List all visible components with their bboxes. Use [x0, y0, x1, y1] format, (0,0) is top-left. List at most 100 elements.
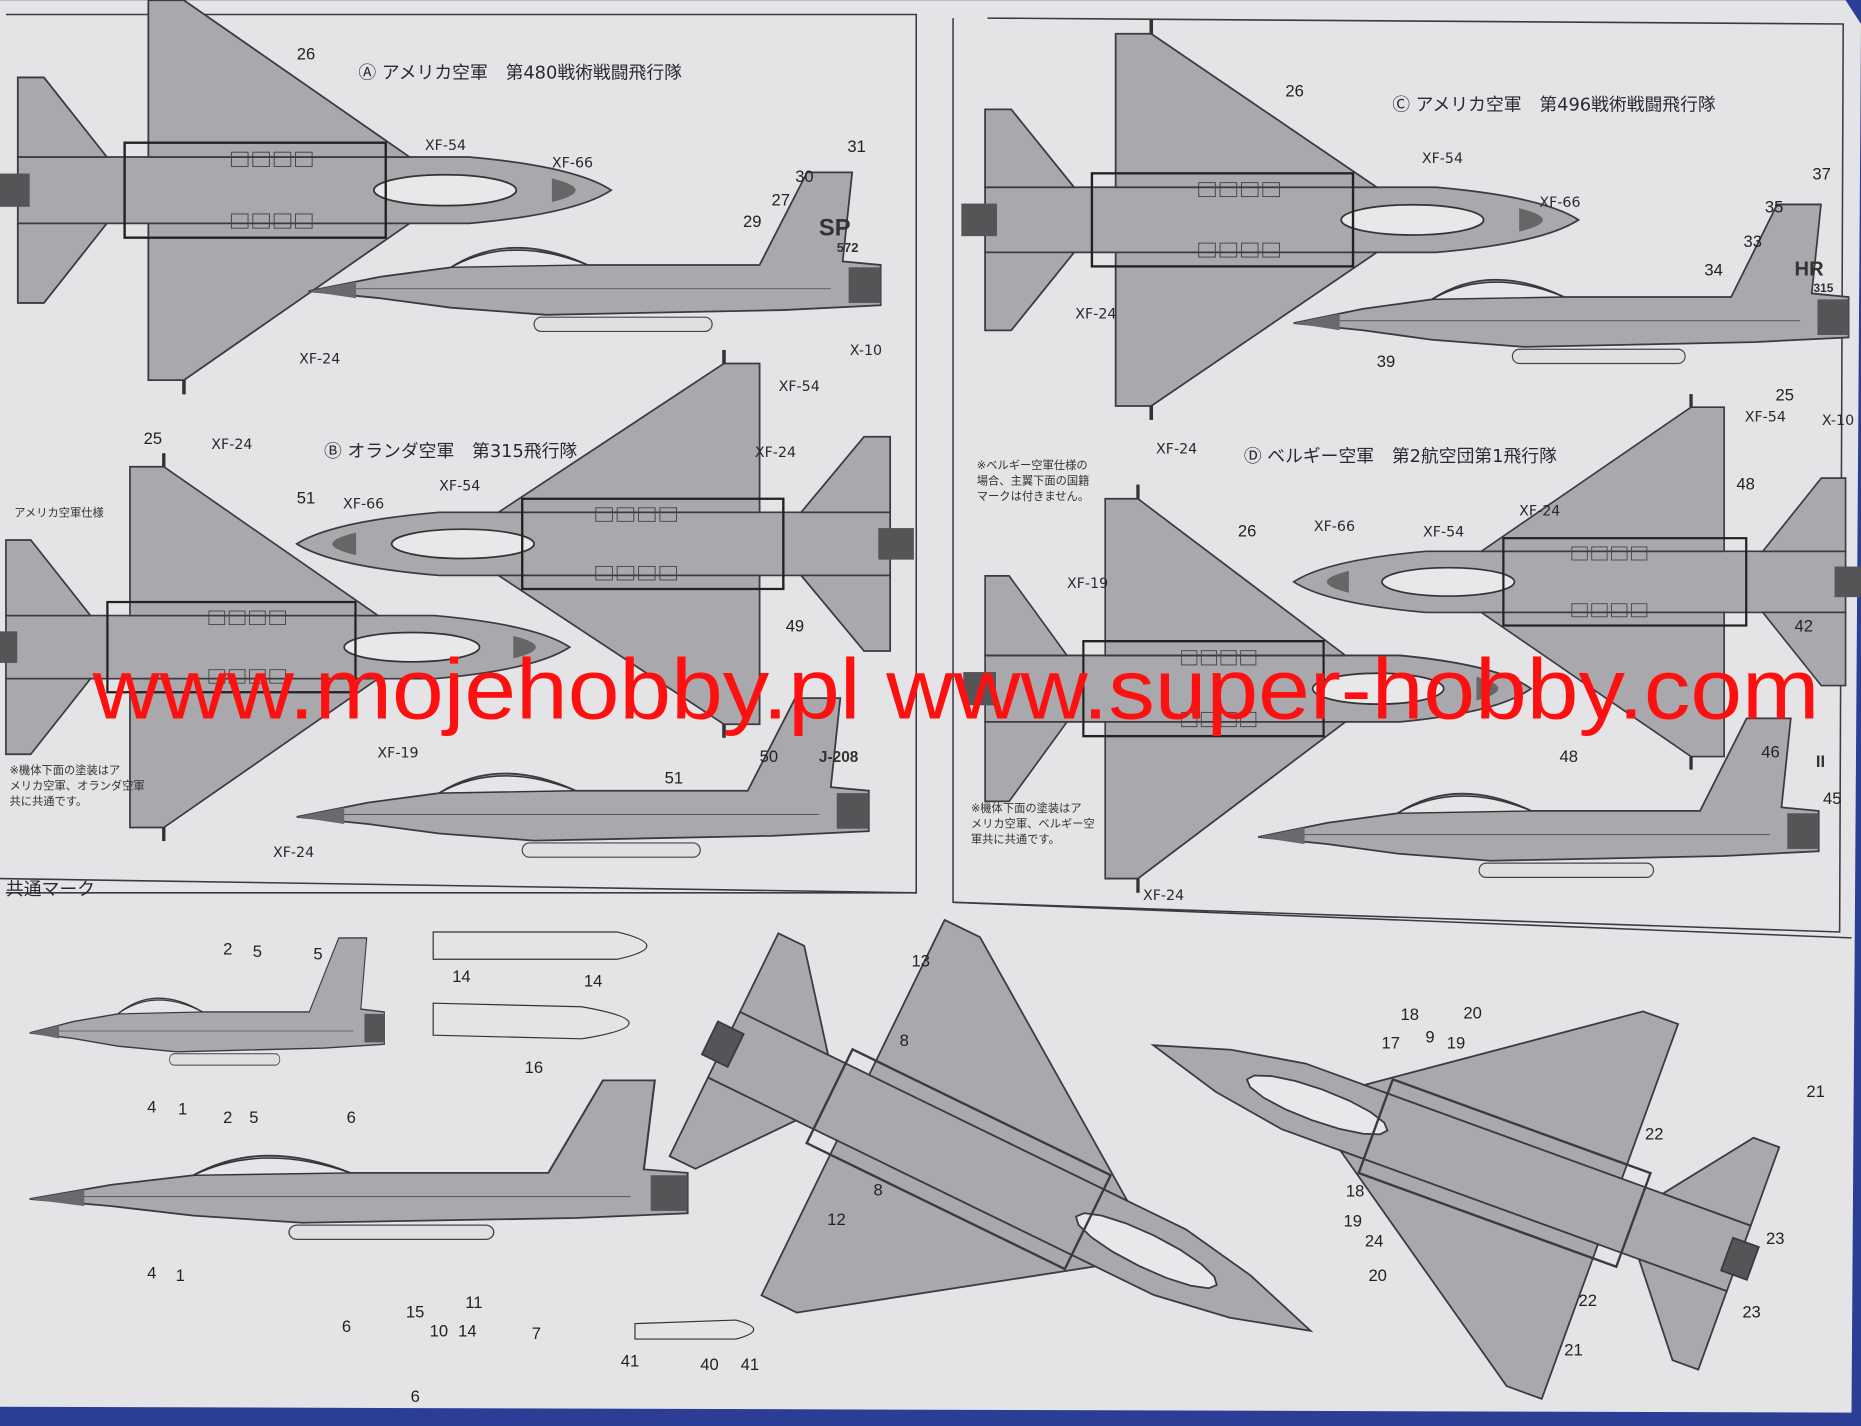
- svg-text:マークは付きません。: マークは付きません。: [977, 490, 1089, 503]
- callout-label: 12: [827, 1210, 845, 1229]
- panel-c-title: Ⓒ アメリカ空軍 第496戦術戦闘飛行隊: [1392, 95, 1716, 116]
- svg-text:※機体下面の塗装はア: ※機体下面の塗装はア: [971, 801, 1082, 815]
- callout-label: 21: [1564, 1341, 1582, 1360]
- callout-label: 29: [743, 212, 761, 231]
- aircraft-outline: [760, 1139, 1099, 1314]
- callout-label: 19: [1344, 1211, 1362, 1230]
- callout-label: 51: [665, 769, 683, 788]
- tail-serial-572: 572: [837, 240, 859, 255]
- callout-label: 50: [760, 747, 778, 766]
- external-tank-parts: [432, 931, 755, 1340]
- callout-label: XF-54: [1423, 525, 1464, 541]
- aircraft-outline: [805, 1047, 1113, 1271]
- callout-label: 14: [452, 967, 470, 986]
- callout-label: XF-24: [1156, 442, 1197, 458]
- panel-a-title: Ⓐ アメリカ空軍 第480戦術戦闘飛行隊: [358, 63, 682, 84]
- callout-label: 18: [1346, 1182, 1364, 1201]
- aircraft-outline: [867, 918, 1130, 1203]
- aircraft-outline: [1361, 1010, 1680, 1180]
- aircraft-outline: [1637, 1257, 1728, 1371]
- callout-label: 16: [525, 1058, 543, 1077]
- svg-text:※機体下面の塗装はア: ※機体下面の塗装はア: [9, 763, 120, 777]
- svg-text:※ベルギー空軍仕様の: ※ベルギー空軍仕様の: [977, 458, 1088, 472]
- callout-label: 39: [1377, 352, 1395, 371]
- callout-label: 1: [176, 1266, 185, 1285]
- usaf-spec-label: アメリカ空軍仕様: [14, 506, 104, 520]
- callout-label: 11: [465, 1293, 482, 1312]
- aircraft-outline: [1074, 1212, 1218, 1290]
- callout-label: XF-54: [1422, 151, 1463, 167]
- callout-label: XF-24: [1143, 888, 1184, 904]
- aircraft-outline: [1719, 1236, 1760, 1281]
- aircraft-outline: [668, 1076, 798, 1170]
- callout-label: 41: [621, 1351, 639, 1370]
- callout-label: 7: [532, 1324, 541, 1343]
- svg-text:場合、主翼下面の国籍: 場合、主翼下面の国籍: [977, 474, 1090, 488]
- callout-label: 21: [1806, 1082, 1824, 1101]
- callout-label: 34: [1704, 261, 1722, 280]
- callout-label: 41: [741, 1355, 759, 1374]
- panel-b-title: Ⓑ オランダ空軍 第315飛行隊: [324, 441, 577, 462]
- callout-label: 25: [1776, 385, 1794, 404]
- aircraft-outline: [1660, 1136, 1781, 1227]
- watermark: www.mojehobby.pl www.super-hobby.com: [91, 642, 1819, 737]
- callout-label: 30: [795, 167, 813, 186]
- panel-d-note-bottom: ※機体下面の塗装はア メリカ空軍、ベルギー空 軍共に共通です。: [971, 801, 1095, 846]
- callout-label: 13: [912, 951, 930, 970]
- tail-code-sp: SP: [819, 215, 851, 241]
- callout-label: XF-54: [425, 138, 466, 154]
- callout-label: 15: [406, 1303, 424, 1322]
- callout-label: 19: [1447, 1033, 1465, 1052]
- callout-label: 20: [1463, 1004, 1481, 1023]
- callout-label: 26: [1285, 81, 1303, 100]
- callout-label: XF-24: [1075, 306, 1116, 322]
- callout-label: XF-66: [1539, 195, 1580, 211]
- callout-label: 45: [1823, 789, 1841, 808]
- callout-label: 26: [1238, 522, 1256, 541]
- callout-label: 35: [1765, 198, 1783, 217]
- callout-label: 22: [1579, 1291, 1597, 1310]
- callout-label: 22: [1645, 1125, 1663, 1144]
- callout-label: 6: [342, 1317, 351, 1336]
- callout-label: 2: [223, 940, 232, 959]
- callout-label: 2: [223, 1108, 232, 1127]
- callout-label: 27: [771, 191, 789, 210]
- callout-label: 40: [700, 1355, 718, 1374]
- panel-d-note-top: ※ベルギー空軍仕様の 場合、主翼下面の国籍 マークは付きません。: [977, 458, 1090, 503]
- callout-label: 46: [1761, 743, 1779, 762]
- callout-label: 8: [900, 1031, 909, 1050]
- callout-label: 9: [1425, 1027, 1434, 1046]
- svg-text:軍共に共通です。: 軍共に共通です。: [971, 833, 1060, 846]
- svg-text:メリカ空軍、ベルギー空: メリカ空軍、ベルギー空: [971, 817, 1095, 831]
- panel-frames: [0, 13, 1852, 939]
- aircraft-outline: [1245, 1074, 1389, 1136]
- callout-label: 33: [1744, 232, 1762, 251]
- callout-label: 24: [1365, 1231, 1383, 1250]
- panel-d-title: Ⓓ ベルギー空軍 第2航空団第1飛行隊: [1244, 446, 1557, 467]
- callout-label: XF-54: [779, 379, 820, 395]
- tail-code-hr: HR: [1795, 259, 1825, 281]
- callout-label: XF-66: [343, 496, 384, 512]
- callout-label: XF-24: [755, 445, 796, 461]
- callout-label: XF-19: [377, 746, 418, 762]
- callout-label: 8: [874, 1180, 883, 1199]
- callout-label: 1: [178, 1100, 187, 1119]
- callout-label: XF-24: [299, 351, 340, 367]
- callout-label: 42: [1795, 617, 1813, 636]
- callout-label: 4: [147, 1097, 156, 1116]
- common-markings-title: 共通マーク: [6, 879, 95, 900]
- callout-label: 25: [144, 429, 162, 448]
- callout-label: 23: [1766, 1229, 1784, 1248]
- svg-text:メリカ空軍、オランダ空軍: メリカ空軍、オランダ空軍: [9, 779, 144, 793]
- callout-label: 23: [1742, 1303, 1760, 1322]
- callout-label: 4: [147, 1264, 156, 1283]
- callout-label: 5: [253, 942, 262, 961]
- callout-label: 18: [1400, 1005, 1418, 1024]
- callout-label: XF-24: [273, 845, 314, 861]
- page-number: 6: [411, 1387, 420, 1406]
- callout-label: 48: [1560, 747, 1578, 766]
- tail-serial-315: 315: [1814, 281, 1834, 295]
